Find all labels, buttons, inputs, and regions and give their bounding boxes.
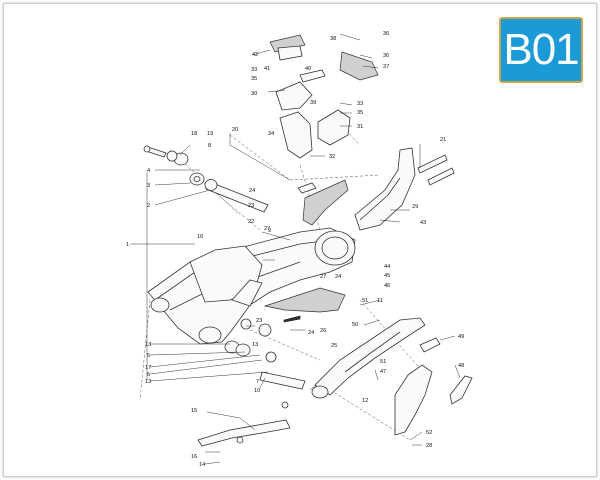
lower-bracket-15 xyxy=(197,401,291,447)
callout-33a: 33 xyxy=(251,67,257,73)
callout-labels: 1 2 3 4 5 6 7 8 9 10 11 12 13 13 13 14 1… xyxy=(126,31,464,468)
rear-frame-bracket xyxy=(354,147,416,231)
callout-2: 2 xyxy=(147,203,150,209)
callout-20: 20 xyxy=(232,127,238,133)
callout-52: 52 xyxy=(426,430,432,436)
callout-4: 4 xyxy=(147,168,150,174)
callout-22: 22 xyxy=(248,219,254,225)
callout-15: 15 xyxy=(191,408,197,414)
callout-23a: 23 xyxy=(248,203,254,209)
callout-7: 7 xyxy=(256,379,259,385)
callout-24c: 24 xyxy=(308,330,314,336)
section-badge: B01 xyxy=(499,17,583,83)
callout-30: 30 xyxy=(251,91,257,97)
pivot-spindle xyxy=(143,145,269,213)
callout-11: 11 xyxy=(377,298,383,304)
callout-8: 8 xyxy=(208,143,211,149)
callout-27a: 27 xyxy=(264,226,270,232)
callout-37: 37 xyxy=(383,64,389,70)
callout-12: 12 xyxy=(362,398,368,404)
rod-pins xyxy=(417,154,455,186)
callout-1: 1 xyxy=(126,242,129,248)
callout-48: 48 xyxy=(458,363,464,369)
callout-35a: 35 xyxy=(251,76,257,82)
lower-bearings xyxy=(224,318,306,390)
callout-25: 25 xyxy=(331,343,337,349)
callout-leader-lines xyxy=(130,33,461,465)
callout-27b: 27 xyxy=(320,274,326,280)
callout-6: 6 xyxy=(147,372,150,378)
upper-assembly xyxy=(269,34,379,159)
callout-17: 17 xyxy=(145,365,151,371)
callout-34: 34 xyxy=(268,131,274,137)
callout-38: 38 xyxy=(330,36,336,42)
callout-24b: 24 xyxy=(335,274,341,280)
callout-46: 46 xyxy=(384,283,390,289)
callout-9: 9 xyxy=(268,228,271,234)
callout-40: 40 xyxy=(305,66,311,72)
callout-3: 3 xyxy=(147,183,150,189)
callout-21: 21 xyxy=(440,137,446,143)
callout-19: 19 xyxy=(207,131,213,137)
callout-43: 43 xyxy=(420,220,426,226)
callout-24a: 24 xyxy=(249,188,255,194)
callout-31: 31 xyxy=(357,124,363,130)
callout-42: 42 xyxy=(252,52,258,58)
callout-29: 29 xyxy=(412,204,418,210)
callout-39: 39 xyxy=(310,100,316,106)
callout-36a: 36 xyxy=(383,31,389,37)
callout-16a: 16 xyxy=(197,234,203,240)
callout-35b: 35 xyxy=(357,110,363,116)
callout-28: 28 xyxy=(426,443,432,449)
chain-guide xyxy=(263,287,346,323)
callout-13c: 13 xyxy=(252,342,258,348)
callout-23b: 23 xyxy=(256,318,262,324)
heel-guard xyxy=(394,337,473,436)
callout-10: 10 xyxy=(254,388,260,394)
callout-33b: 33 xyxy=(357,101,363,107)
footrest-bracket xyxy=(311,317,426,399)
callout-51a: 51 xyxy=(362,298,368,304)
callout-49: 49 xyxy=(458,334,464,340)
callout-32: 32 xyxy=(329,154,335,160)
callout-26: 26 xyxy=(320,328,326,334)
callout-36b: 36 xyxy=(383,53,389,59)
callout-51b: 51 xyxy=(380,359,386,365)
swingarm xyxy=(147,227,356,345)
callout-13b: 13 xyxy=(145,379,151,385)
callout-44: 44 xyxy=(384,264,390,270)
callout-13a: 13 xyxy=(145,342,151,348)
callout-41: 41 xyxy=(264,66,270,72)
callout-16b: 16 xyxy=(191,454,197,460)
callout-18: 18 xyxy=(191,131,197,137)
callout-47: 47 xyxy=(380,369,386,375)
callout-50: 50 xyxy=(352,322,358,328)
callout-5: 5 xyxy=(147,353,150,359)
callout-45: 45 xyxy=(384,273,390,279)
callout-14: 14 xyxy=(199,462,205,468)
chain-slider xyxy=(297,179,349,226)
